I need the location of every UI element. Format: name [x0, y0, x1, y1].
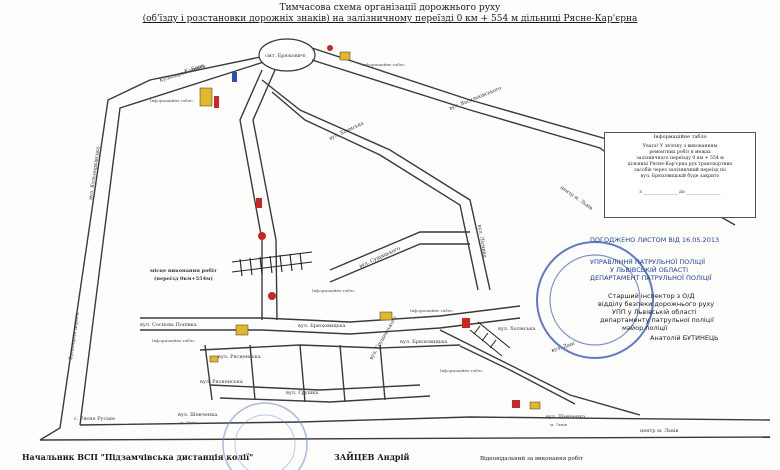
- label-korsy: К. Бори: [184, 63, 206, 75]
- label-sosnova: вул. Соснова Попівка: [140, 322, 197, 328]
- label-work-place: місце виконання робіт: [150, 267, 217, 274]
- road-v5: [379, 344, 386, 401]
- label-kolmska2: вул. Холмська: [498, 326, 535, 332]
- road-lower-right-2: [459, 345, 576, 405]
- road-left-outer: [39, 54, 271, 441]
- road-central-1: [239, 69, 263, 320]
- road-lower-2: [209, 384, 421, 391]
- footer-right-title: Відповідальний за виконання робіт: [480, 456, 583, 462]
- road-v3: [299, 344, 306, 403]
- label-lyesnyka: вул. Лісника: [476, 224, 488, 258]
- label-direction-lviv2: центр м. Львів: [559, 185, 594, 212]
- road-diagonal-1: [261, 79, 491, 291]
- label-shevchenka2: вул. Шевченка: [546, 414, 585, 420]
- label-brykovskyi: вул. Брюховицька: [298, 323, 345, 329]
- road-bottom-2: [79, 416, 771, 426]
- stamp-line-1: ПОГОДЖЕНО ЛИСТОМ ВІД 16.05.2013: [590, 236, 720, 244]
- road-lower-right-1: [439, 329, 641, 416]
- info-line-2: ремонтних робіт в межах: [649, 150, 711, 155]
- road-bottom-1: [39, 436, 771, 441]
- page-subtitle: (об'їзду і розстановки дорожніх знаків) …: [142, 14, 638, 24]
- stamp-line-4: ДЕПАРТАМЕНТ ПАТРУЛЬНОЇ ПОЛІЦІЇ: [590, 274, 712, 282]
- road-mid-1: [140, 305, 521, 323]
- road-lower-1: [199, 344, 461, 351]
- info-line-4: дільниці Рясне-Кар'єрна рух транспортних: [627, 162, 733, 167]
- page-title: Тимчасова схема організації дорожнього р…: [279, 3, 501, 13]
- info-line-3: залізничного переїзду 0 км + 554 м: [636, 156, 724, 161]
- stamp-line-6: відділу безпеки дорожнього руху: [598, 300, 715, 308]
- road-v2: [249, 344, 256, 401]
- road-left-inner: [79, 59, 271, 426]
- stamp-line-10: Анатолій БУТИНЕЦЬ: [650, 334, 719, 342]
- railway-crossing-2: [469, 321, 511, 357]
- label-roundabout: смт. Брюховичі: [265, 53, 306, 59]
- footer-left: Начальник ВСП "Підзамчівська дистанція к…: [22, 452, 254, 462]
- footer-middle: ЗАЙЦЕВ Андрій: [334, 452, 410, 462]
- label-lviv1: м. Львів: [180, 420, 198, 425]
- road-diagonal-2: [271, 91, 479, 291]
- roundabout: [258, 38, 316, 72]
- info-line-5: засобів через залізничний переїзд по: [634, 168, 726, 173]
- label-lviv2: м. Львів: [550, 422, 568, 427]
- label-info-board-4: Інформаційне табло: [152, 338, 195, 343]
- label-ryasnenska: вул. Рясненська: [218, 354, 261, 360]
- label-direction-lviv: центр м. Львів: [640, 428, 678, 434]
- road-branch-right-2: [329, 243, 470, 283]
- label-info-board-1: Інформаційне табло: [150, 98, 193, 103]
- road-central-2: [252, 69, 278, 321]
- road-v4: [339, 344, 346, 403]
- stamp-line-8: департаменту патрульної поліції: [600, 316, 714, 324]
- road-lower-3: [219, 395, 431, 403]
- label-brykovskyi2: вул. Брюховицька: [400, 339, 447, 345]
- label-info-board-2: Інформаційне табло: [362, 62, 405, 67]
- blue-stamp-bottom: [222, 402, 308, 470]
- road-branch-right: [329, 231, 470, 271]
- label-ryasnenska2: вул. Рясненська: [200, 379, 243, 385]
- info-panel: Інформаційне табло Увага! У зв'язку з ви…: [604, 132, 756, 218]
- railway-crossing: [231, 251, 313, 277]
- label-hrushevskoho: вул. Грушевського: [369, 315, 399, 361]
- stamp-line-5: Старший інспектор з О/Д: [608, 292, 695, 300]
- label-info-board-5: Інформаційне табло: [410, 308, 453, 313]
- label-work-place-2: (переїзд 0км+554м): [154, 275, 213, 282]
- label-kuliarivska-2: Кульпарна дорога: [68, 312, 81, 360]
- stamp-line-2: УПРАВЛІННЯ ПАТРУЛЬНОЇ ПОЛІЦІЇ: [590, 258, 706, 266]
- road-signs: [199, 45, 541, 410]
- info-line-1: Увага! У зв'язку з виконанням: [642, 144, 718, 149]
- label-info-board-6: Інформаційне табло: [440, 368, 483, 373]
- label-kuliarivska: вул. Кульпарківська: [88, 146, 101, 200]
- info-line-6: вул. Брюховицькій буде закрито: [640, 174, 720, 179]
- label-hrushka: вул. Грушка: [286, 390, 318, 396]
- label-info-board-3: Інформаційне табло: [312, 288, 355, 293]
- info-panel-heading: Інформаційне табло: [653, 134, 707, 140]
- info-line-7: з _______________ до _______________: [639, 190, 721, 195]
- stamp-line-3: У ЛЬВІВСЬКІЙ ОБЛАСТІ: [610, 266, 689, 274]
- blue-stamp-right: [536, 241, 654, 359]
- stamp-line-7: УПП у Львівській області: [612, 308, 697, 316]
- label-vasylkivskoho: вул. Васильківського: [449, 85, 503, 111]
- label-village: с. Рясне Руське: [74, 416, 115, 422]
- label-shevchenka: вул. Шевченка: [178, 412, 217, 418]
- stamp-line-9: майор поліції: [622, 324, 668, 332]
- road-v1: [204, 344, 213, 401]
